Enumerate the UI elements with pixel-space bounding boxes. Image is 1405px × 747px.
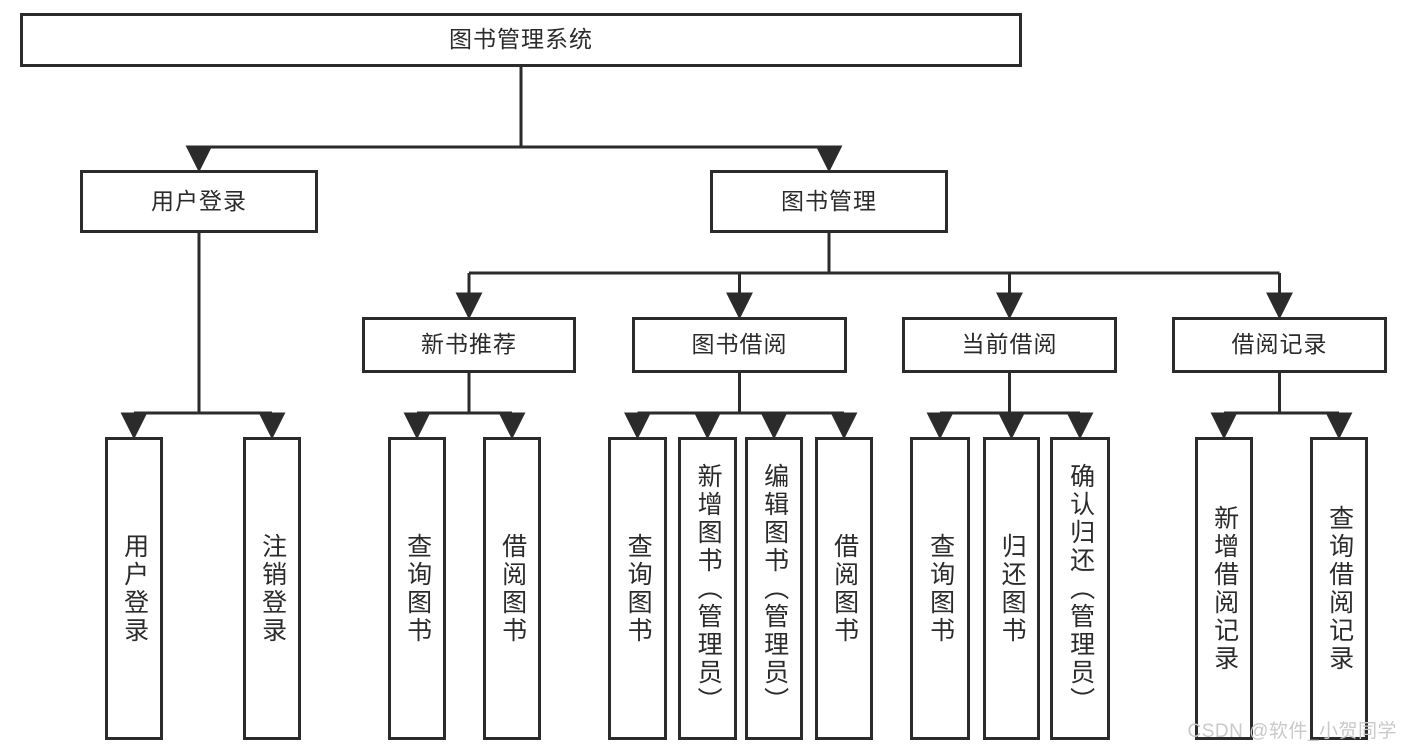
node-label-leaf-return-book: 归还图书: [998, 532, 1027, 645]
node-new-book-rec[interactable]: 新书推荐: [362, 317, 576, 373]
node-label-leaf-edit-book: 编辑图书（管理员）: [760, 462, 789, 715]
node-leaf-query-book-1[interactable]: 查询图书: [388, 437, 446, 740]
node-label-leaf-add-book: 新增图书（管理员）: [694, 462, 723, 715]
node-leaf-confirm-return[interactable]: 确认归还（管理员）: [1050, 437, 1110, 740]
node-leaf-query-book-3[interactable]: 查询图书: [910, 437, 970, 740]
node-leaf-borrow-book-2[interactable]: 借阅图书: [815, 437, 873, 740]
node-label-current-borrow: 当前借阅: [961, 331, 1058, 358]
node-label-leaf-confirm-return: 确认归还（管理员）: [1066, 462, 1095, 715]
node-book-manage[interactable]: 图书管理: [710, 170, 948, 233]
node-label-book-manage: 图书管理: [781, 187, 877, 214]
watermark-csdn: CSDN @软件_小贺同学: [1187, 721, 1397, 742]
node-leaf-add-book[interactable]: 新增图书（管理员）: [678, 437, 737, 740]
node-label-borrow-record: 借阅记录: [1231, 331, 1328, 358]
node-label-user-login: 用户登录: [151, 187, 247, 214]
node-label-leaf-query-book-2: 查询图书: [624, 532, 653, 645]
node-leaf-query-record[interactable]: 查询借阅记录: [1310, 437, 1368, 740]
node-book-borrow[interactable]: 图书借阅: [632, 317, 847, 373]
node-root[interactable]: 图书管理系统: [20, 13, 1022, 67]
node-borrow-record[interactable]: 借阅记录: [1172, 317, 1387, 373]
node-leaf-borrow-book-1[interactable]: 借阅图书: [483, 437, 541, 740]
node-leaf-return-book[interactable]: 归还图书: [983, 437, 1040, 740]
node-leaf-query-book-2[interactable]: 查询图书: [608, 437, 667, 740]
node-label-new-book-rec: 新书推荐: [421, 331, 517, 358]
node-leaf-edit-book[interactable]: 编辑图书（管理员）: [745, 437, 803, 740]
node-leaf-logout[interactable]: 注销登录: [243, 437, 301, 740]
node-label-leaf-borrow-book-1: 借阅图书: [498, 532, 527, 645]
node-label-leaf-add-record: 新增借阅记录: [1210, 504, 1239, 673]
node-label-leaf-query-record: 查询借阅记录: [1325, 504, 1354, 673]
node-leaf-user-login[interactable]: 用户登录: [105, 437, 163, 740]
node-label-root: 图书管理系统: [449, 26, 593, 53]
node-leaf-add-record[interactable]: 新增借阅记录: [1195, 437, 1253, 740]
node-current-borrow[interactable]: 当前借阅: [902, 317, 1117, 373]
node-user-login[interactable]: 用户登录: [80, 170, 318, 233]
node-label-leaf-user-login: 用户登录: [120, 532, 149, 645]
node-label-book-borrow: 图书借阅: [691, 331, 788, 358]
node-label-leaf-borrow-book-2: 借阅图书: [830, 532, 859, 645]
node-label-leaf-query-book-3: 查询图书: [926, 532, 955, 645]
node-label-leaf-query-book-1: 查询图书: [403, 532, 432, 645]
node-label-leaf-logout: 注销登录: [258, 532, 287, 645]
